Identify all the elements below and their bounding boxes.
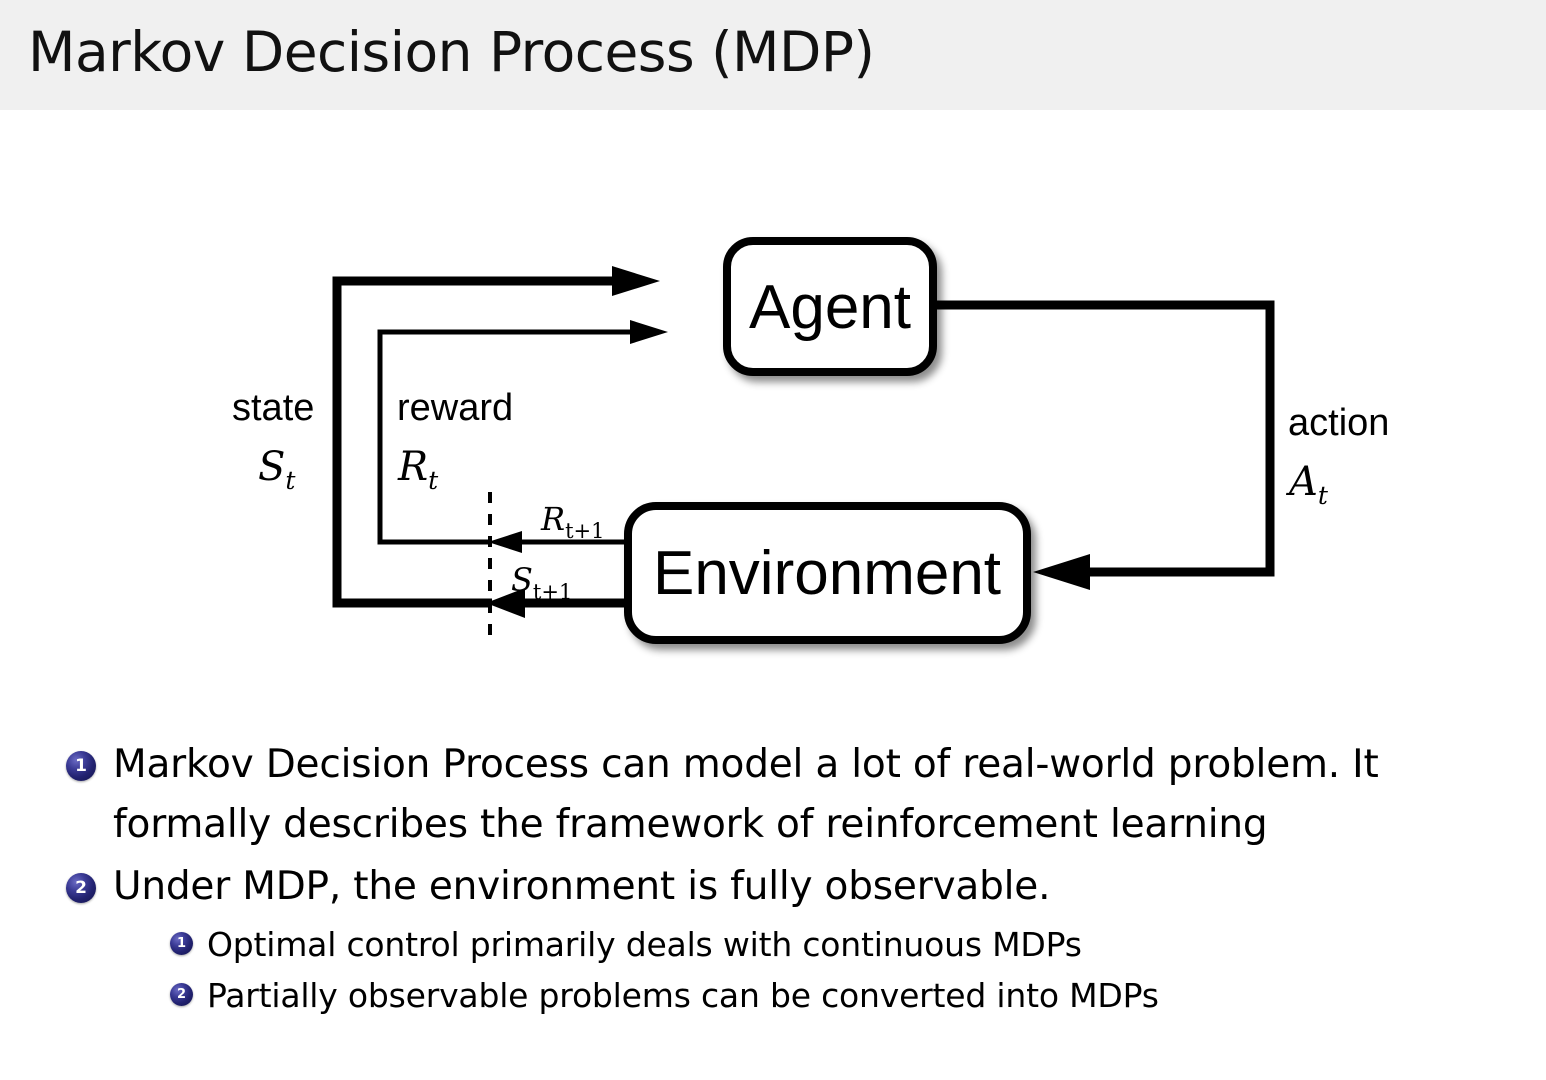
environment-node-label: Environment bbox=[653, 539, 1001, 608]
list-item-text: Under MDP, the environment is fully obse… bbox=[113, 857, 1513, 917]
sub-list-item: 2 Partially observable problems can be c… bbox=[170, 970, 1546, 1021]
content-bullet-list: 1 Markov Decision Process can model a lo… bbox=[0, 735, 1546, 1021]
reward-label-word: reward bbox=[397, 387, 513, 429]
sub-bullet-marker-2: 2 bbox=[170, 983, 193, 1006]
action-label-word: action bbox=[1288, 402, 1389, 444]
environment-node: Environment bbox=[624, 502, 1031, 644]
sub-list-item-line: Partially observable problems can be con… bbox=[207, 976, 1159, 1015]
agent-node-label: Agent bbox=[749, 273, 911, 342]
list-item-line: formally describes the framework of rein… bbox=[113, 802, 1268, 847]
bullet-marker-2: 2 bbox=[66, 873, 96, 903]
state-label-word: state bbox=[232, 387, 314, 429]
state-feedback-path bbox=[332, 266, 660, 618]
reward-next-label: Rt+1 bbox=[540, 500, 605, 543]
list-item: 2 Under MDP, the environment is fully ob… bbox=[66, 857, 1546, 917]
list-item-text: Markov Decision Process can model a lot … bbox=[113, 735, 1513, 855]
agent-node: Agent bbox=[723, 237, 937, 376]
state-next-label: St+1 bbox=[511, 561, 572, 604]
mdp-diagram: Agent Environment state St reward Rt act… bbox=[0, 110, 1546, 730]
page-title: Markov Decision Process (MDP) bbox=[28, 20, 875, 84]
sub-bullet-marker-1: 1 bbox=[170, 932, 193, 955]
action-path bbox=[930, 300, 1275, 590]
sub-list-item-text: Partially observable problems can be con… bbox=[207, 970, 1527, 1021]
list-item-line: Under MDP, the environment is fully obse… bbox=[113, 864, 1051, 909]
reward-label-symbol: Rt bbox=[397, 444, 439, 495]
list-item: 1 Markov Decision Process can model a lo… bbox=[66, 735, 1546, 855]
slide-header-band: Markov Decision Process (MDP) bbox=[0, 0, 1546, 110]
sub-list-item-line: Optimal control primarily deals with con… bbox=[207, 925, 1082, 964]
state-label-symbol: St bbox=[258, 444, 296, 495]
sub-list-item: 1 Optimal control primarily deals with c… bbox=[170, 919, 1546, 970]
sub-list-item-text: Optimal control primarily deals with con… bbox=[207, 919, 1527, 970]
reward-feedback-path bbox=[377, 320, 668, 553]
action-label-symbol: At bbox=[1285, 459, 1329, 510]
list-item-line: Markov Decision Process can model a lot … bbox=[113, 742, 1379, 787]
bullet-marker-1: 1 bbox=[66, 751, 96, 781]
